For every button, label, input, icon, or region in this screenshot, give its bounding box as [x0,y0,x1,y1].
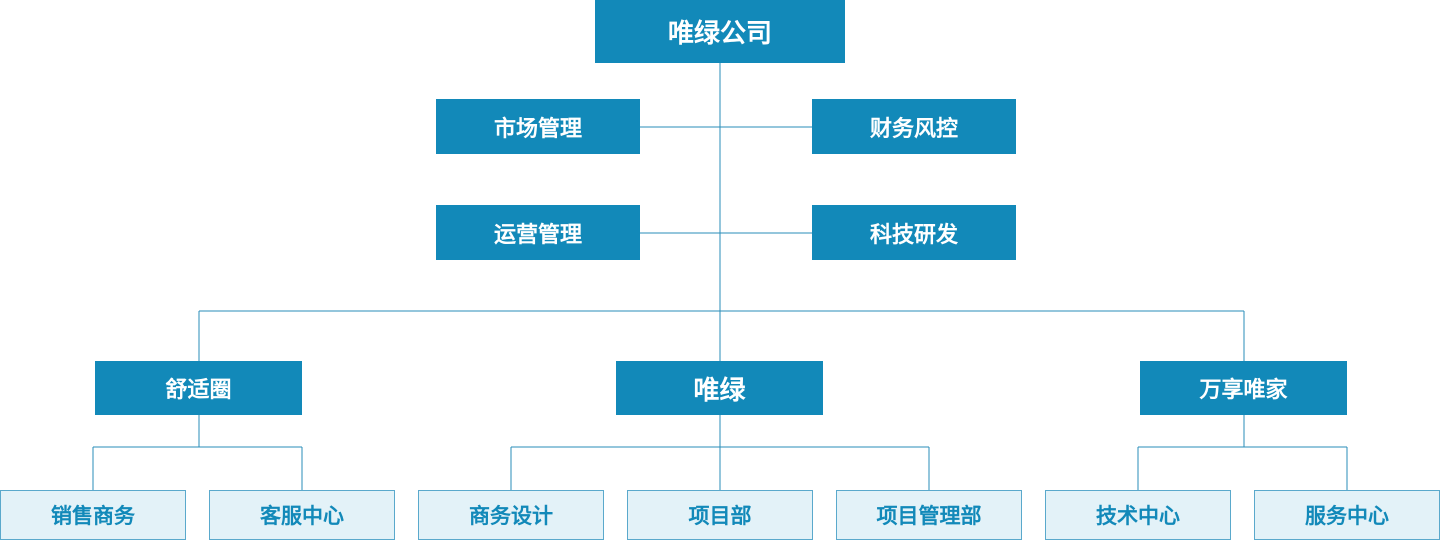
branch-node-1: 舒适圈 [95,361,302,415]
function-node-operations: 运营管理 [436,205,640,260]
leaf-node-business-design: 商务设计 [418,490,604,540]
function-node-finance: 财务风控 [812,99,1016,154]
leaf-node-tech-center: 技术中心 [1045,490,1231,540]
branch-node-3: 万享唯家 [1140,361,1347,415]
root-node: 唯绿公司 [595,0,845,63]
leaf-node-project-dept: 项目部 [627,490,813,540]
leaf-node-sales: 销售商务 [0,490,186,540]
function-node-market: 市场管理 [436,99,640,154]
leaf-node-project-mgmt: 项目管理部 [836,490,1022,540]
branch-node-2: 唯绿 [616,361,823,415]
leaf-node-service-center: 服务中心 [1254,490,1440,540]
leaf-node-customer-service: 客服中心 [209,490,395,540]
function-node-tech: 科技研发 [812,205,1016,260]
